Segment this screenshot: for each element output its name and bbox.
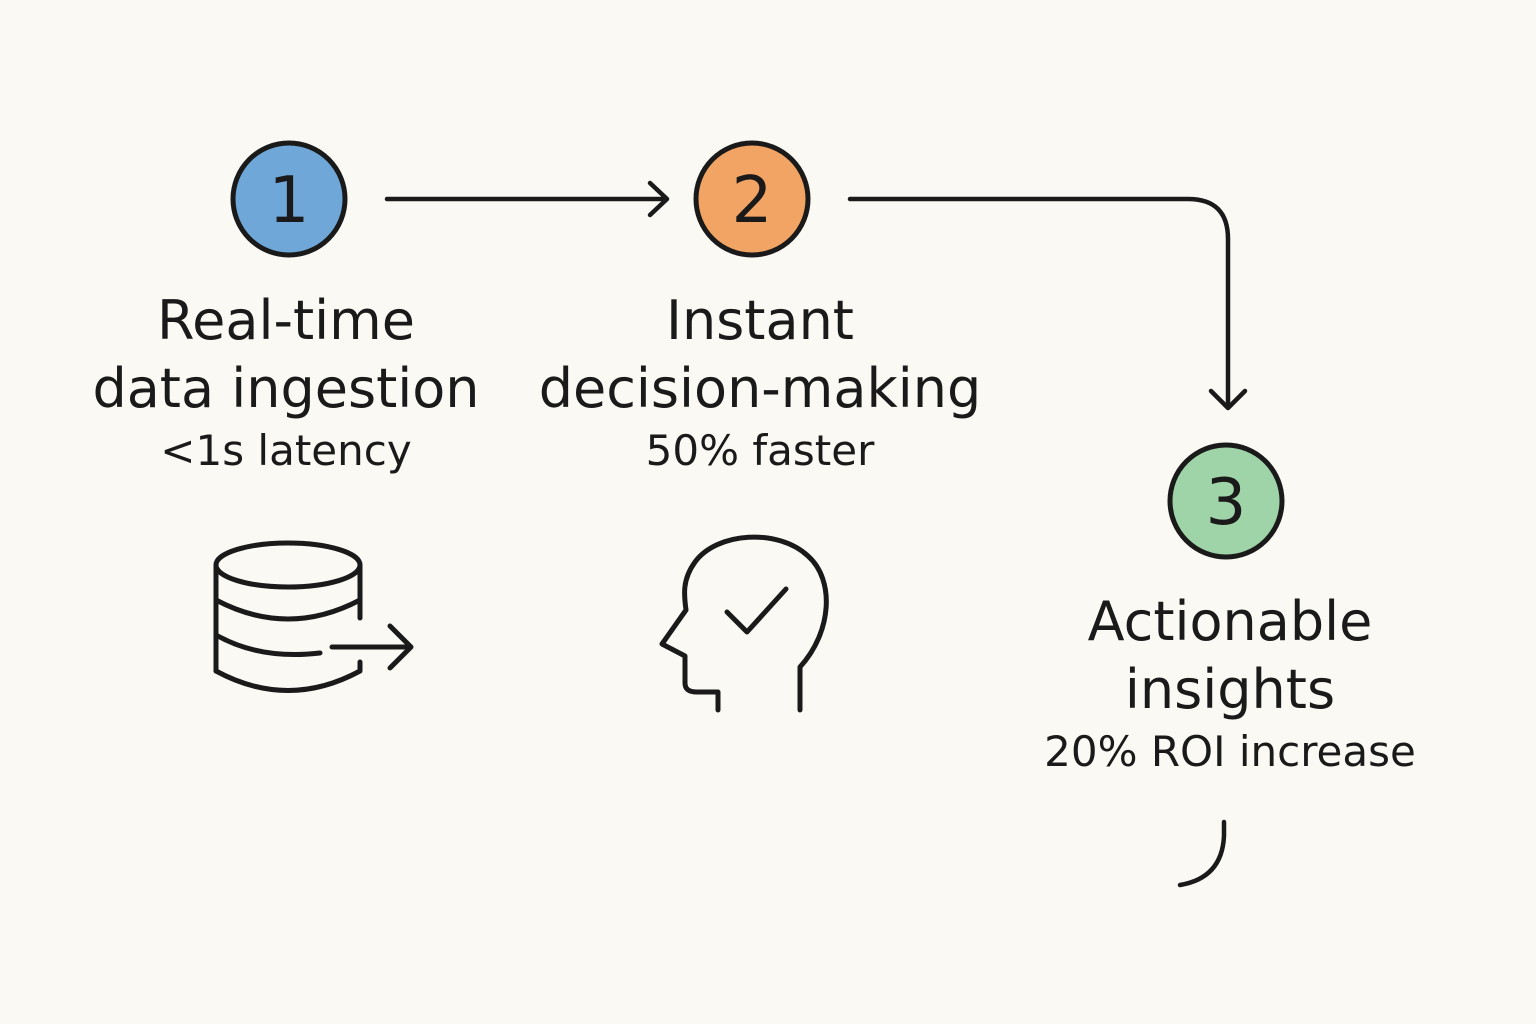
step-3-number: 3: [1206, 466, 1247, 540]
step-3-title-line-2: insights: [1124, 658, 1336, 721]
step-2-metric: 50% faster: [645, 426, 875, 475]
step-1-metric: <1s latency: [160, 426, 412, 475]
step-3-circle: 3: [1167, 442, 1285, 560]
arrow-step1-to-step2: [384, 180, 670, 218]
continuation-curve: [1177, 819, 1227, 888]
step-2-circle: 2: [693, 140, 811, 258]
arrow-step2-to-step3: [847, 196, 1248, 411]
head-checkmark-icon: [659, 534, 829, 713]
step-1-label-group: Real-time data ingestion <1s latency: [86, 287, 486, 477]
step-2-number: 2: [732, 164, 773, 238]
step-3-label-group: Actionable insights 20% ROI increase: [1030, 588, 1430, 778]
step-1-number: 1: [269, 164, 310, 238]
step-1-title-line-2: data ingestion: [92, 357, 480, 420]
step-2-title-line-1: Instant: [666, 289, 854, 352]
step-1-circle: 1: [230, 140, 348, 258]
database-export-icon: [213, 540, 414, 693]
step-3-metric: 20% ROI increase: [1044, 727, 1416, 776]
step-3-title-line-1: Actionable: [1087, 590, 1373, 653]
step-1-title-line-1: Real-time: [157, 289, 415, 352]
step-2-label-group: Instant decision-making 50% faster: [530, 287, 990, 477]
step-2-title-line-2: decision-making: [538, 357, 982, 420]
